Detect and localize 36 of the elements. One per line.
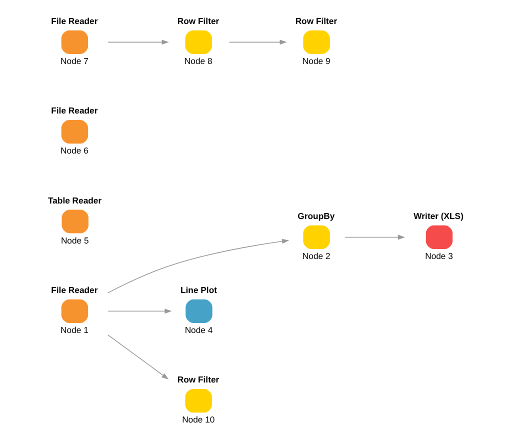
node-label: Node 3 <box>425 251 453 262</box>
arrow <box>228 40 287 45</box>
node-label: File Reader <box>51 284 98 295</box>
node-label: Node 5 <box>60 235 89 246</box>
node-label: Row Filter <box>177 374 220 385</box>
node-box-text <box>426 225 453 250</box>
node-label: Node 8 <box>184 56 212 66</box>
node-label: Node 10 <box>182 414 215 425</box>
node-label: Writer (XLS) <box>414 210 464 221</box>
node-label: Node 6 <box>60 146 88 156</box>
arrow <box>108 308 172 314</box>
node-label: Row Filter <box>295 16 338 26</box>
node-box-text <box>303 30 330 54</box>
node-box-text <box>61 120 88 144</box>
node-label: Node 9 <box>302 56 330 66</box>
node-label: Node 4 <box>184 325 213 336</box>
node-label: Line Plot <box>180 284 217 295</box>
arrow <box>108 334 169 380</box>
node-label: Node 1 <box>60 325 88 336</box>
node-label: GroupBy <box>298 210 335 221</box>
node-label: Table Reader <box>48 195 102 206</box>
arrow <box>108 40 169 45</box>
arrow <box>344 234 405 240</box>
node-box-text <box>303 225 330 250</box>
node-label: Node 2 <box>302 251 330 262</box>
node-box-text <box>186 299 212 323</box>
node-box-text <box>61 30 88 54</box>
node-label: Node 7 <box>60 56 88 66</box>
node-box-text <box>185 389 212 413</box>
node-label: Row Filter <box>177 16 220 26</box>
node-label: File Reader <box>51 16 98 26</box>
node-label: File Reader <box>51 106 98 116</box>
node-box-text <box>61 299 88 323</box>
arrow <box>107 238 290 294</box>
node-box-text <box>62 210 88 234</box>
node-box-text <box>185 30 212 54</box>
